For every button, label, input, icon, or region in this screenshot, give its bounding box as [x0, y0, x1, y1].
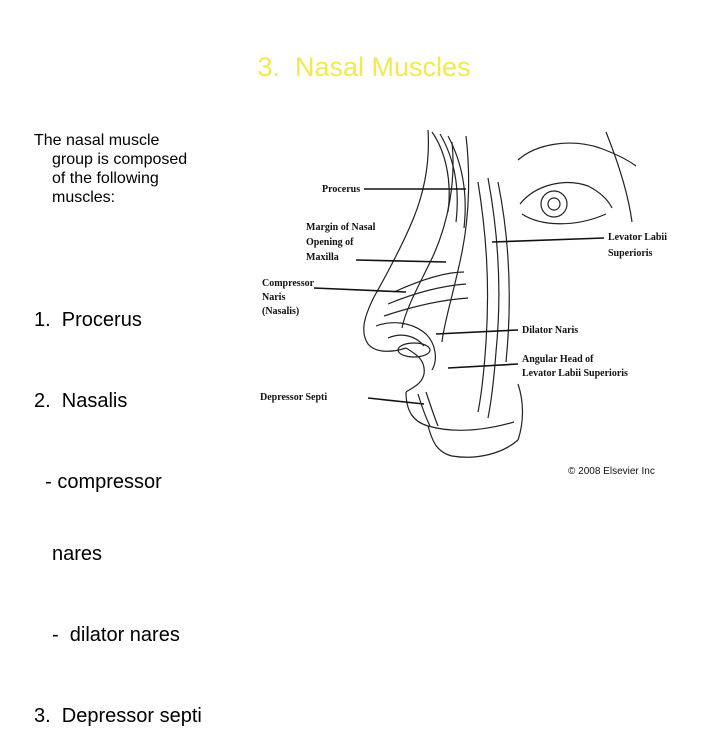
nose-profile-line — [363, 129, 429, 352]
leader-line-margin — [355, 259, 447, 263]
maxilla-margin-line — [401, 141, 454, 329]
label-angular-line2: Levator Labii Superioris — [522, 368, 628, 379]
nasal-muscles-illustration: Procerus Margin of Nasal Opening of Maxi… — [256, 122, 696, 494]
eyebrow-line — [517, 142, 637, 167]
levator-labii-muscle — [497, 181, 510, 363]
nostril-outline — [405, 347, 425, 393]
lip-contour — [427, 425, 519, 458]
intro-line: The nasal muscle — [34, 132, 160, 149]
compressor-naris-muscle — [383, 297, 469, 317]
label-margin-line3: Maxilla — [306, 252, 339, 263]
nasal-bone-line — [441, 135, 470, 343]
label-compressor-line1: Compressor — [262, 278, 315, 289]
leader-line-levator — [491, 237, 605, 243]
copyright-notice: © 2008 Elsevier Inc — [568, 466, 655, 477]
compressor-naris-muscle — [393, 271, 465, 293]
leader-line-dilator — [435, 329, 519, 335]
temple-line — [605, 131, 633, 223]
muscle-list: 1. Procerus 2. Nasalis - compressor nare… — [34, 260, 264, 752]
levator-labii-muscle — [477, 181, 489, 413]
nostril-opening — [397, 342, 431, 358]
eyeball-iris — [540, 190, 568, 218]
list-item: - dilator nares — [52, 624, 180, 646]
depressor-septi-muscle — [417, 393, 431, 427]
label-levator-line1: Levator Labii — [608, 232, 667, 243]
levator-labii-muscle — [487, 177, 500, 419]
label-depressor: Depressor Septi — [260, 392, 327, 403]
list-item: 3. Depressor septi — [34, 705, 202, 727]
list-item: 1. Procerus — [34, 309, 142, 331]
label-compressor-line3: (Nasalis) — [262, 306, 299, 317]
compressor-naris-muscle — [387, 283, 467, 305]
label-angular-line1: Angular Head of — [522, 354, 594, 365]
alar-muscle — [375, 322, 436, 371]
upper-lip-line — [405, 391, 515, 431]
label-levator-line2: Superioris — [608, 248, 653, 259]
list-item: - compressor — [34, 471, 162, 493]
eyeball-pupil — [547, 197, 561, 211]
cheek-line — [517, 383, 524, 441]
intro-line: group is composed — [52, 151, 188, 168]
procerus-muscle — [431, 131, 450, 213]
label-dilator: Dilator Naris — [522, 325, 578, 336]
leader-line-depressor — [367, 397, 425, 405]
depressor-septi-muscle — [425, 391, 439, 427]
label-procerus: Procerus — [322, 184, 360, 195]
intro-text: The nasal muscle group is composed of th… — [34, 131, 254, 207]
intro-line: muscles: — [52, 189, 116, 206]
procerus-muscle — [447, 135, 466, 229]
label-margin-line2: Opening of — [306, 237, 354, 248]
anatomy-drawing: Procerus Margin of Nasal Opening of Maxi… — [260, 129, 667, 477]
slide-title: 3. Nasal Muscles — [257, 52, 471, 82]
procerus-muscle — [439, 133, 458, 223]
lower-eyelid — [521, 213, 607, 225]
leader-line-angular — [447, 363, 519, 369]
intro-line: of the following — [52, 170, 159, 187]
leader-line-compressor — [313, 287, 407, 293]
list-item: 2. Nasalis — [34, 390, 128, 412]
label-margin-line1: Margin of Nasal — [306, 222, 376, 233]
upper-eyelid — [519, 182, 613, 209]
label-compressor-line2: Naris — [262, 292, 285, 303]
